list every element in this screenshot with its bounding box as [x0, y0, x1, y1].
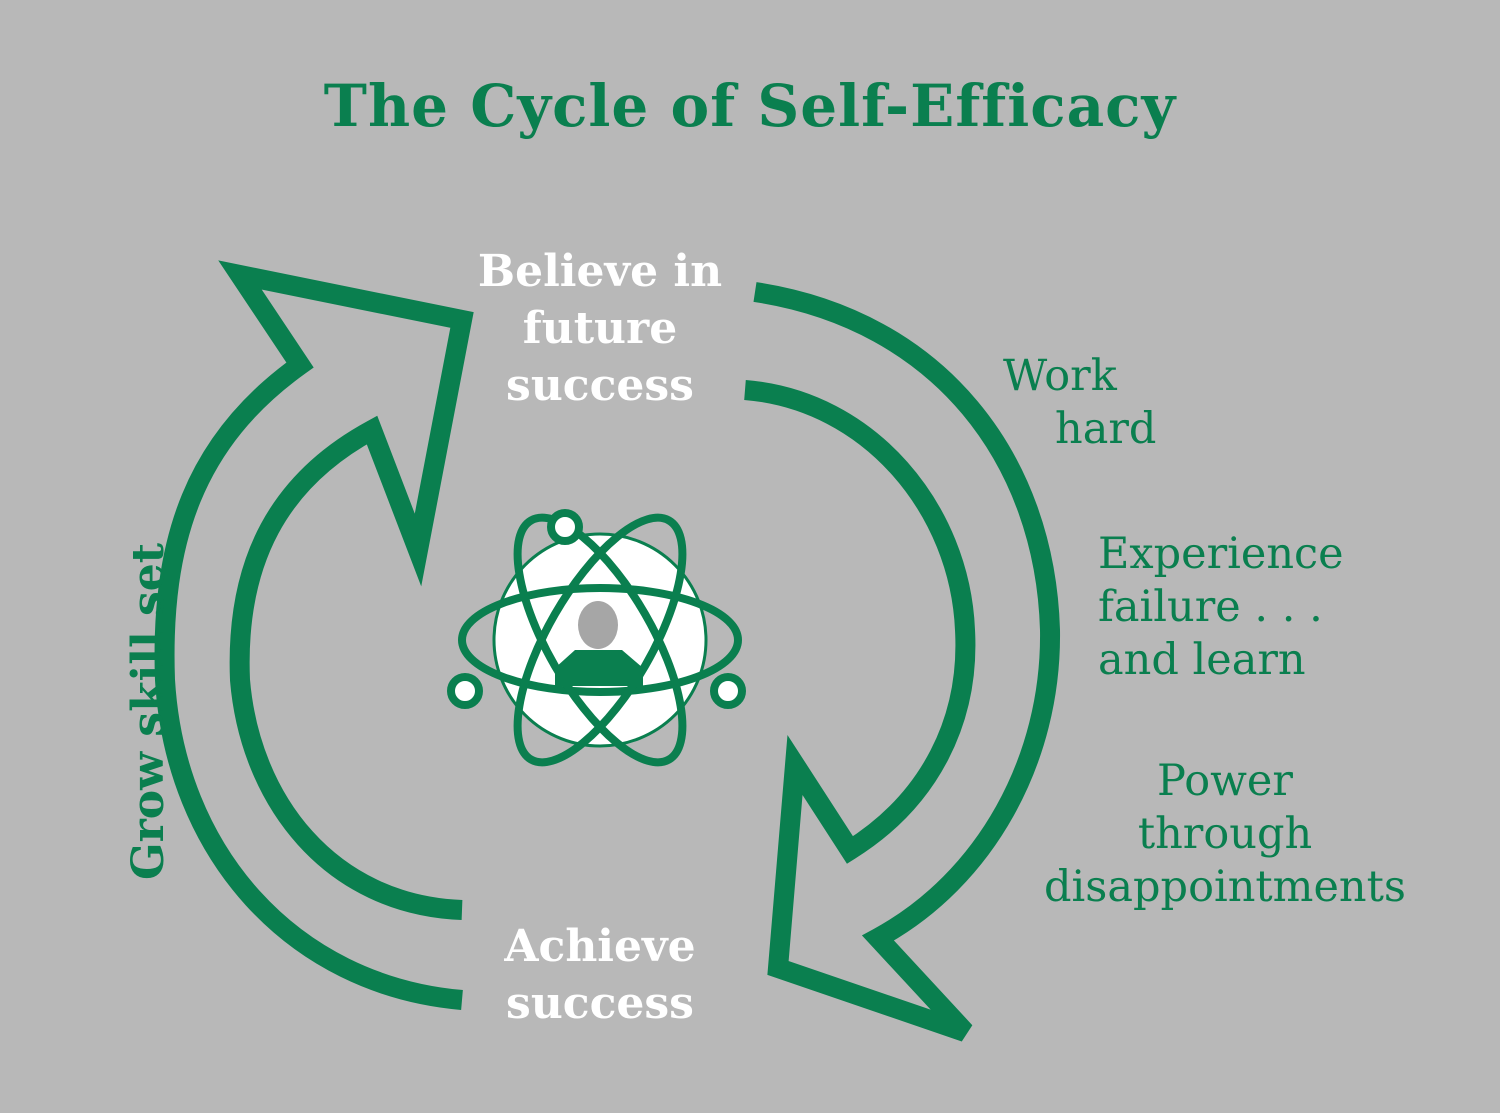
top-node-label: Believe in future success — [477, 246, 723, 411]
step-experience-failure: Experience failure . . . and learn — [1098, 529, 1344, 685]
left-cycle-arrow — [154, 260, 474, 1010]
bottom-node-label: Achieve success — [504, 921, 696, 1029]
person-head-icon — [578, 601, 618, 649]
right-cycle-arrow — [744, 282, 1061, 1042]
person-body-icon — [555, 650, 643, 686]
step-work-hard: Work hard — [1003, 351, 1157, 454]
step-power-through: Power through disappointments — [1044, 756, 1406, 912]
grow-skill-set-label: Grow skill set — [123, 542, 174, 880]
page-title: The Cycle of Self-Efficacy — [323, 72, 1177, 140]
atom-person-icon — [447, 509, 746, 767]
